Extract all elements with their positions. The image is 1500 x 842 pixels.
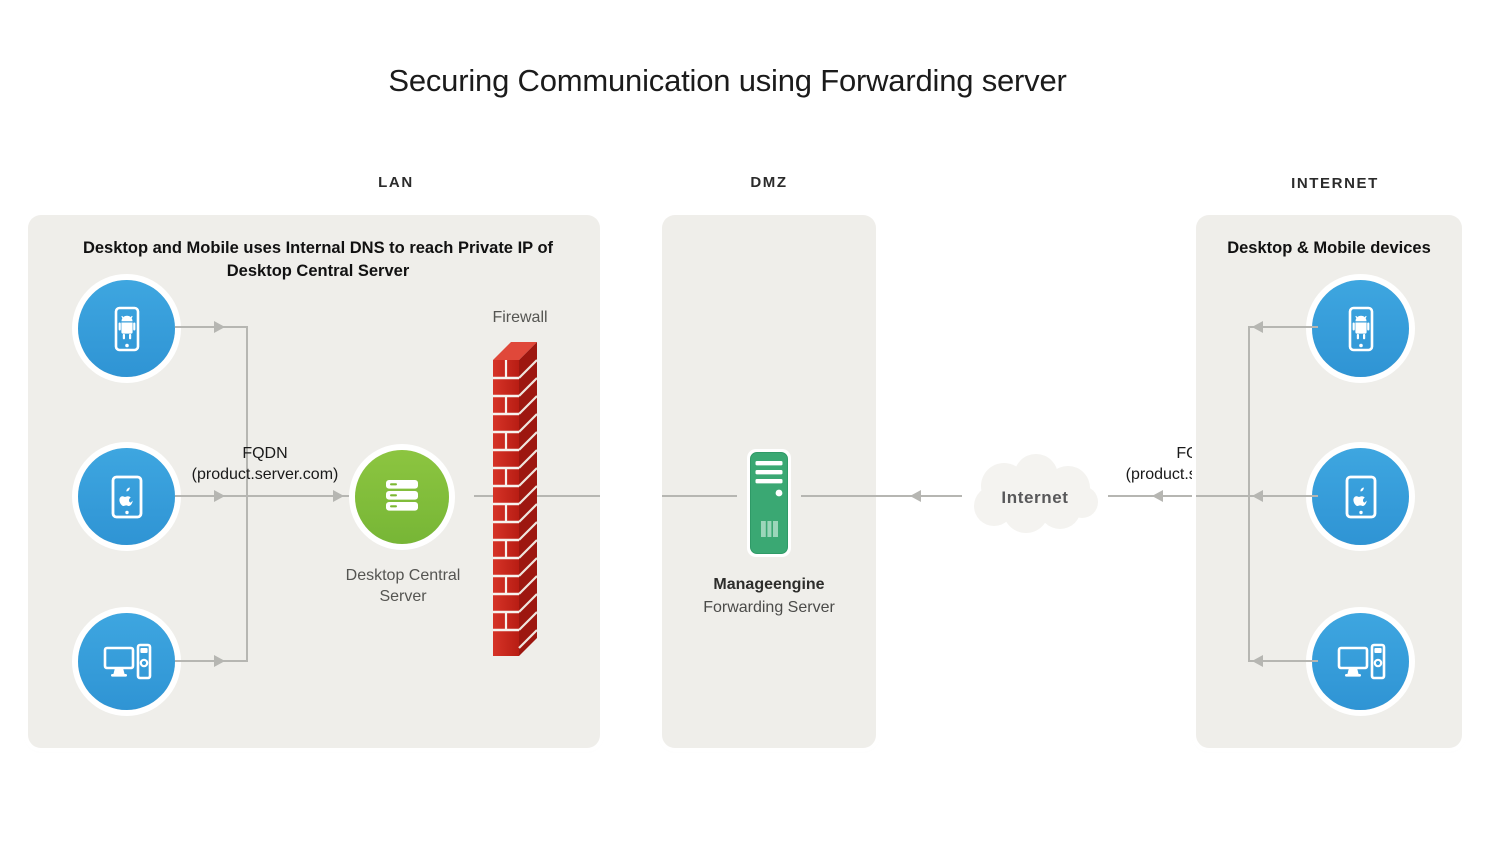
internet-connector-desktop-arrow: [1252, 655, 1263, 667]
desktop-central-server-node[interactable]: [355, 450, 449, 544]
internet-device-apple-tablet[interactable]: [1312, 448, 1409, 545]
android-phone-icon: [1335, 303, 1387, 355]
connector-android-h: [175, 326, 247, 328]
internet-panel-heading: Desktop & Mobile devices: [1227, 239, 1431, 257]
connector-server-arrow: [333, 490, 344, 502]
internet-bus-entry: [1196, 495, 1250, 497]
forwarding-server-vendor: Manageengine: [713, 576, 825, 593]
internet-cloud-icon: [960, 452, 1110, 545]
forwarding-server-role: Forwarding Server: [703, 599, 835, 616]
page-title: Securing Communication using Forwarding …: [388, 63, 1067, 98]
lan-fqdn-value: (product.server.com): [191, 466, 339, 483]
connector-apple-arrow: [214, 490, 225, 502]
internet-connector-android-h: [1248, 326, 1318, 328]
lan-device-android-phone[interactable]: [78, 280, 175, 377]
lan-zone-panel: Desktop and Mobile uses Internal DNS to …: [28, 215, 600, 748]
dcs-label-line1: Desktop Central: [345, 567, 461, 584]
internet-device-desktop-computer[interactable]: [1312, 613, 1409, 710]
forwarding-server-label: Manageengine Forwarding Server: [662, 573, 876, 619]
connector-desktop-arrow: [214, 655, 225, 667]
desktop-central-server-label: Desktop Central Server: [312, 565, 494, 607]
android-phone-icon: [101, 303, 153, 355]
desktop-computer-icon: [98, 636, 156, 688]
connector-cloud-internet-arrow: [1152, 490, 1163, 502]
firewall-label: Firewall: [492, 309, 548, 326]
connector-android-arrow: [214, 321, 225, 333]
connector-cloud-to-internet: [1108, 495, 1248, 497]
apple-tablet-icon: [101, 471, 153, 523]
zone-label-dmz: DMZ: [750, 174, 788, 191]
lan-panel-heading: Desktop and Mobile uses Internal DNS to …: [82, 239, 554, 280]
internet-bus-vertical: [1248, 326, 1250, 662]
zone-label-lan: LAN: [378, 174, 414, 191]
dmz-zone-panel: Manageengine Forwarding Server: [662, 215, 876, 748]
internet-connector-apple-h: [1248, 495, 1318, 497]
internet-connector-desktop-h: [1248, 660, 1318, 662]
internet-connector-apple-arrow: [1252, 490, 1263, 502]
internet-connector-android-arrow: [1252, 321, 1263, 333]
firewall-icon: [491, 340, 539, 663]
connector-bus-vertical: [246, 326, 248, 662]
apple-tablet-icon: [1335, 471, 1387, 523]
internet-cloud-label: Internet: [1001, 488, 1069, 507]
rack-server-icon: [376, 469, 428, 526]
dcs-label-line2: Server: [379, 588, 427, 605]
connector-bus-to-server: [246, 495, 386, 497]
dmz-line-right: [801, 495, 876, 497]
lan-device-desktop-computer[interactable]: [78, 613, 175, 710]
dmz-line-left: [662, 495, 737, 497]
connector-apple-h: [175, 495, 247, 497]
internet-zone-panel: Desktop & Mobile devices: [1196, 215, 1462, 748]
lan-device-apple-tablet[interactable]: [78, 448, 175, 545]
connector-desktop-h: [175, 660, 247, 662]
desktop-computer-icon: [1332, 636, 1390, 688]
lan-fqdn-label: FQDN (product.server.com): [175, 443, 355, 485]
zone-label-internet: INTERNET: [1291, 175, 1379, 192]
internet-device-android-phone[interactable]: [1312, 280, 1409, 377]
connector-dmz-cloud-arrow: [910, 490, 921, 502]
lan-fqdn-title: FQDN: [242, 445, 288, 462]
forwarding-server-node[interactable]: [737, 447, 801, 564]
tower-server-icon: [737, 449, 801, 563]
